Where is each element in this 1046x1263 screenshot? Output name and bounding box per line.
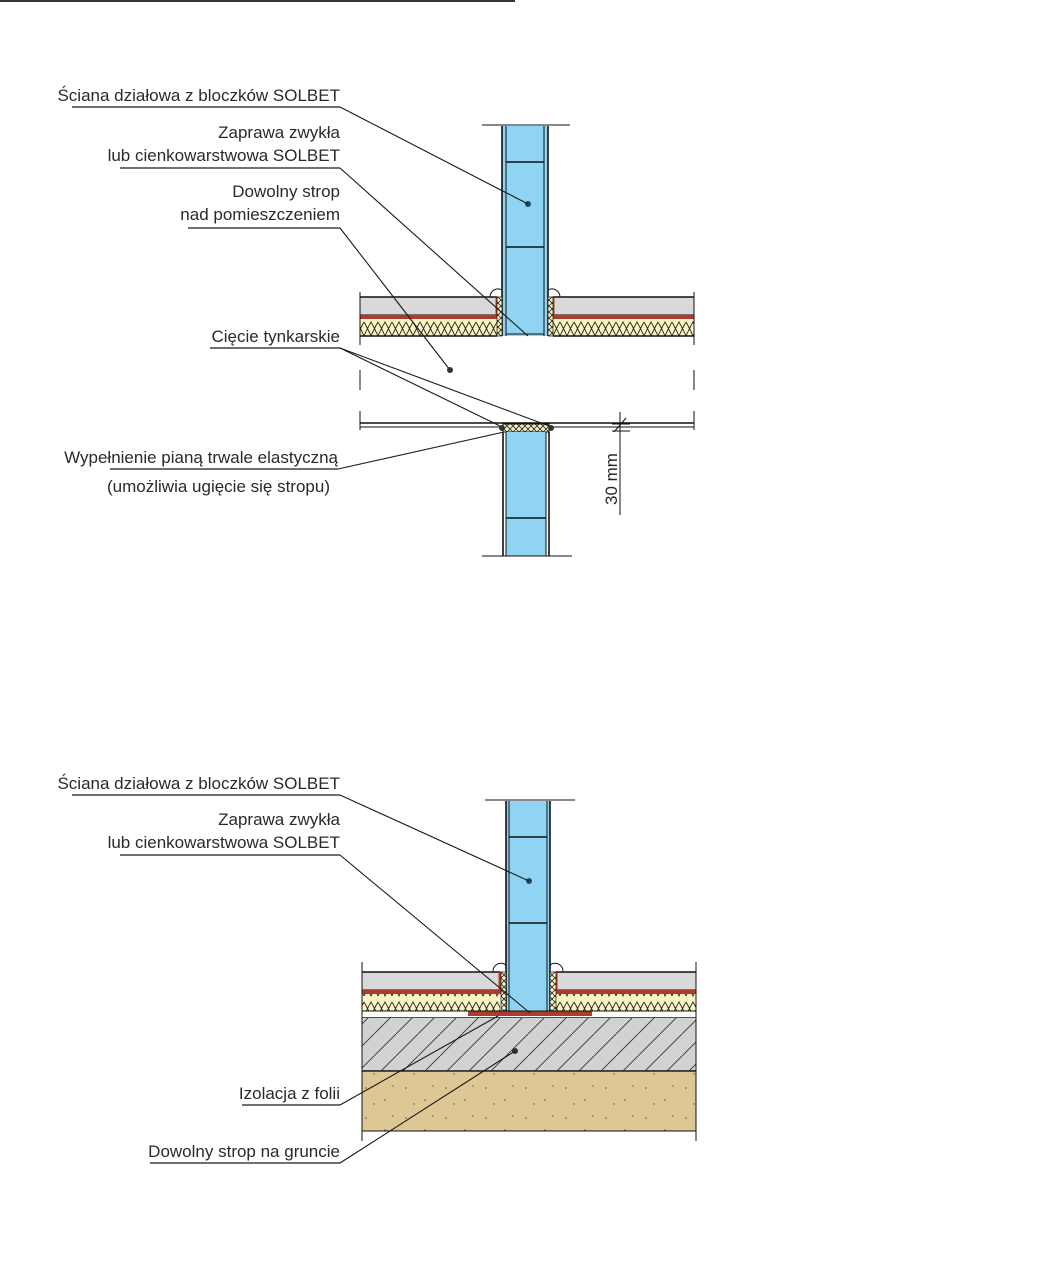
ground-slab-concrete [362, 1018, 696, 1071]
leader-lines-top [72, 106, 550, 470]
leader-lines-bottom [72, 794, 531, 1164]
label-wall: Ściana działowa z bloczków SOLBET [57, 86, 340, 105]
floor-layers-top [359, 288, 695, 390]
dimension-label: 30 mm [602, 453, 621, 505]
label-foam-2: (umożliwia ugięcie się stropu) [107, 477, 330, 496]
top-border-rule [0, 0, 515, 2]
wall-lower [482, 423, 572, 557]
label-slab-1: Dowolny strop [232, 182, 340, 201]
label-cut: Cięcie tynkarskie [212, 327, 341, 346]
label-mortar-2: lub cienkowarstwowa SOLBET [108, 833, 340, 852]
label-mortar-1: Zaprawa zwykła [218, 123, 340, 142]
foil-insulation-strip [468, 1011, 592, 1016]
label-ground-slab: Dowolny strop na gruncie [148, 1142, 340, 1161]
figure-top: 30 mm Ściana działowa z bloczków SOLBET … [57, 86, 695, 557]
floor-layers-bottom [361, 962, 697, 1141]
dimension-30mm: 30 mm [602, 412, 630, 515]
label-mortar-1: Zaprawa zwykła [218, 810, 340, 829]
label-foil: Izolacja z folii [239, 1084, 340, 1103]
wall-bottom [485, 799, 575, 1011]
ground-soil [362, 1072, 696, 1131]
label-slab-2: nad pomieszczeniem [180, 205, 340, 224]
label-wall: Ściana działowa z bloczków SOLBET [57, 774, 340, 793]
figure-bottom: Ściana działowa z bloczków SOLBET Zapraw… [57, 774, 697, 1164]
label-mortar-2: lub cienkowarstwowa SOLBET [108, 146, 340, 165]
label-foam-1: Wypełnienie pianą trwale elastyczną [64, 448, 338, 467]
